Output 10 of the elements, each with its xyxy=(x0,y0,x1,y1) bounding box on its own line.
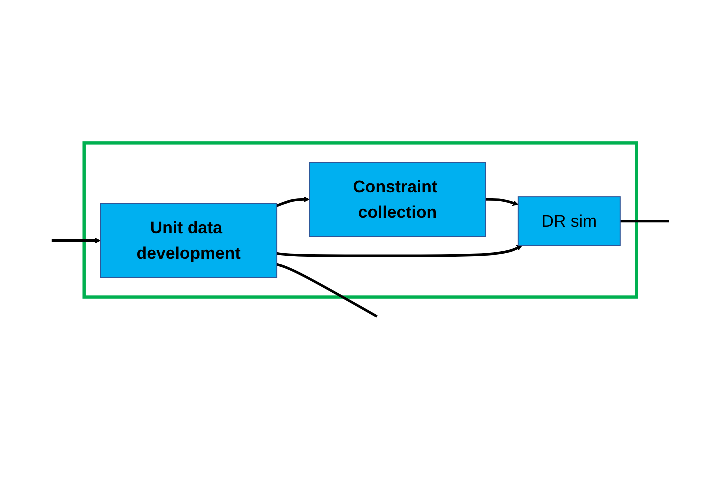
connector xyxy=(276,264,378,318)
node-box xyxy=(100,204,278,279)
node-box xyxy=(309,162,486,238)
arrow xyxy=(486,198,519,206)
connector xyxy=(620,220,670,224)
node-box xyxy=(518,196,621,247)
cluster xyxy=(82,142,638,300)
arrow xyxy=(276,197,310,208)
arrow xyxy=(276,246,523,258)
arrow xyxy=(52,238,101,244)
